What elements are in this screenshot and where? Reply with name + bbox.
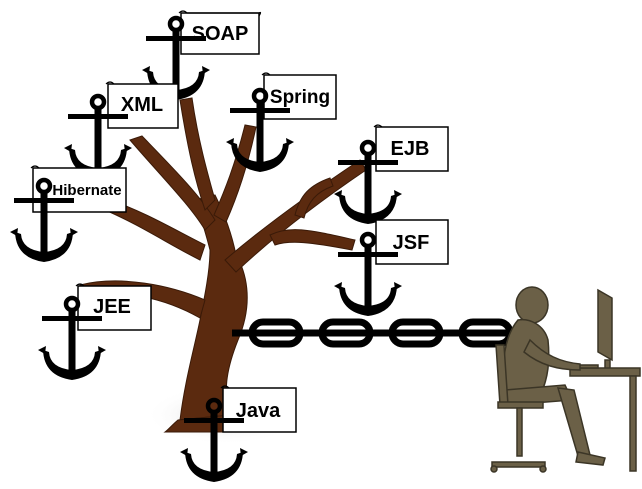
label-ejb: EJB bbox=[391, 138, 430, 160]
sign-jee: JEE bbox=[75, 283, 152, 331]
person-at-computer-icon bbox=[490, 286, 641, 473]
label-jsf: JSF bbox=[393, 232, 430, 254]
label-soap: SOAP bbox=[192, 23, 249, 45]
chain-icon bbox=[232, 318, 514, 348]
label-java: Java bbox=[236, 400, 281, 422]
label-jee: JEE bbox=[93, 296, 131, 318]
sign-jsf: JSF bbox=[373, 217, 449, 265]
tree-icon bbox=[77, 97, 367, 433]
label-xml: XML bbox=[121, 94, 163, 116]
label-hibernate: Hibernate bbox=[52, 182, 121, 199]
sign-java: Java bbox=[220, 385, 297, 433]
sign-xml: XML bbox=[105, 81, 179, 129]
label-spring: Spring bbox=[270, 87, 330, 108]
sign-soap: SOAP bbox=[178, 10, 262, 55]
